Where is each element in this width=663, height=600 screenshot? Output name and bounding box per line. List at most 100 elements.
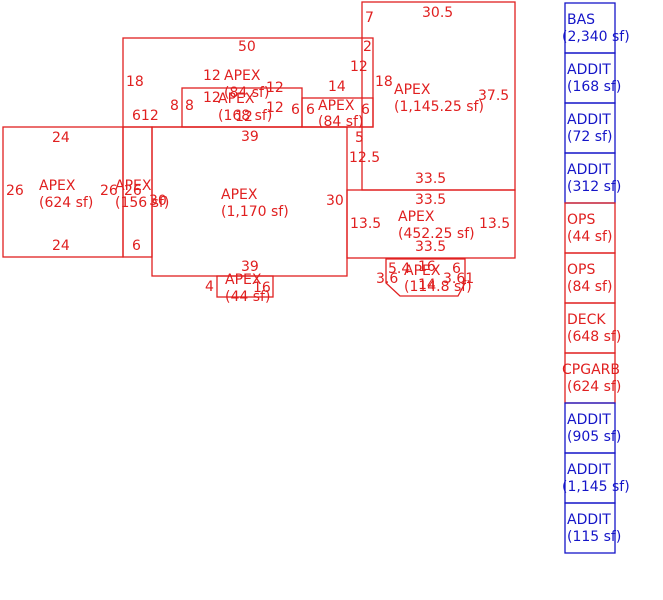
dim-label: 18 (126, 74, 144, 90)
dim-label: 30.5 (422, 5, 453, 21)
dim-label: 14 (328, 79, 346, 95)
dim-label: 33.5 (415, 192, 446, 208)
legend-box (564, 402, 616, 454)
area-legend: BAS(2,340 sf)ADDIT(168 sf)ADDIT(72 sf)AD… (562, 2, 630, 554)
dim-label: 50 (238, 39, 256, 55)
dim-label: 5 (355, 130, 364, 146)
dim-label: 4 (205, 279, 214, 295)
legend-box (564, 502, 616, 554)
area-outline-44 (216, 275, 274, 298)
dim-label: 6 (132, 238, 141, 254)
area-name: APEX (318, 98, 355, 114)
legend-code: ADDIT (567, 412, 611, 428)
area-size: (168 sf) (218, 108, 272, 124)
legend-code: CPGARB (562, 362, 620, 378)
legend-code: DECK (567, 312, 606, 328)
legend-code: ADDIT (567, 162, 611, 178)
dim-label: 13.5 (479, 216, 510, 232)
dimension-labels: 24 24 26 26 26 6 30 30 612 8 8 18 50 2 1… (6, 5, 510, 296)
legend-size: (72 sf) (567, 129, 612, 145)
legend-code: ADDIT (567, 462, 611, 478)
dim-label: 13.5 (350, 216, 381, 232)
area-labels: APEX (624 sf) APEX (156 sf) APEX (1,170 … (39, 68, 484, 305)
area-size: (84 sf) (224, 85, 269, 101)
legend-box (564, 152, 616, 204)
dim-label: 12 (235, 109, 253, 125)
dim-label: 14 (418, 277, 436, 293)
dim-label: 24 (52, 238, 70, 254)
legend-item: ADDIT(72 sf) (564, 102, 616, 154)
area-size: (114.8 sf) (404, 279, 472, 295)
dim-label: 12 (266, 80, 284, 96)
legend-code: OPS (567, 262, 595, 278)
dim-label: 2 (363, 39, 372, 55)
area-name: APEX (398, 209, 435, 225)
area-size: (44 sf) (225, 289, 270, 305)
legend-code: OPS (567, 212, 595, 228)
dim-label: 12 (203, 90, 221, 106)
sketch-outlines (2, 1, 516, 298)
area-name: APEX (39, 178, 76, 194)
area-name: APEX (394, 82, 431, 98)
area-name: APEX (225, 272, 262, 288)
legend-size: (1,145 sf) (562, 479, 630, 495)
legend-code: BAS (567, 12, 595, 28)
legend-box (564, 352, 616, 404)
legend-item: BAS(2,340 sf) (562, 2, 630, 54)
dim-label: 16 (253, 280, 271, 296)
dim-label: 12.5 (349, 150, 380, 166)
dim-label: 24 (52, 130, 70, 146)
dim-label: 612 (132, 108, 159, 124)
legend-item: OPS(84 sf) (564, 252, 616, 304)
area-size: (1,170 sf) (221, 204, 289, 220)
legend-box (564, 2, 616, 54)
legend-item: CPGARB(624 sf) (562, 352, 621, 404)
legend-item: ADDIT(1,145 sf) (562, 452, 630, 504)
legend-item: ADDIT(115 sf) (564, 502, 621, 554)
area-name: APEX (221, 187, 258, 203)
dim-label: 30 (149, 193, 167, 209)
legend-code: ADDIT (567, 512, 611, 528)
legend-item: ADDIT(168 sf) (564, 52, 621, 104)
legend-size: (648 sf) (567, 329, 621, 345)
dim-label: 7 (365, 10, 374, 26)
area-name: APEX (115, 178, 152, 194)
legend-size: (44 sf) (567, 229, 612, 245)
legend-size: (905 sf) (567, 429, 621, 445)
area-name: APEX (218, 91, 255, 107)
legend-size: (2,340 sf) (562, 29, 630, 45)
dim-label: 39 (241, 259, 259, 275)
dim-label: 26 (124, 183, 142, 199)
dim-label: 30 (326, 193, 344, 209)
dim-label: 6 (291, 102, 300, 118)
legend-size: (115 sf) (567, 529, 621, 545)
legend-item: OPS(44 sf) (564, 202, 616, 254)
area-outline-84 (301, 97, 374, 128)
legend-box (564, 202, 616, 254)
dim-label: 8 (170, 98, 179, 114)
dim-label: 12 (350, 59, 368, 75)
dim-label: 3.61 (443, 271, 474, 287)
area-outline-452 (346, 189, 516, 259)
legend-box (564, 302, 616, 354)
area-size: (84 sf) (318, 114, 363, 130)
legend-item: DECK(648 sf) (564, 302, 621, 354)
area-name: APEX (224, 68, 261, 84)
legend-box (564, 102, 616, 154)
dim-label: 12 (203, 68, 221, 84)
legend-code: ADDIT (567, 62, 611, 78)
dim-label: 6 (452, 261, 461, 277)
area-size: (156 sf) (115, 195, 169, 211)
dim-label: 6 (306, 102, 315, 118)
dim-label: 6 (361, 102, 370, 118)
dim-label: 39 (241, 129, 259, 145)
dim-label: 26 (100, 183, 118, 199)
dim-label: 12 (266, 100, 284, 116)
legend-box (564, 252, 616, 304)
legend-size: (312 sf) (567, 179, 621, 195)
dim-label: 18 (375, 74, 393, 90)
legend-box (564, 52, 616, 104)
area-name: APEX (404, 263, 441, 279)
dim-label: 33.5 (415, 171, 446, 187)
